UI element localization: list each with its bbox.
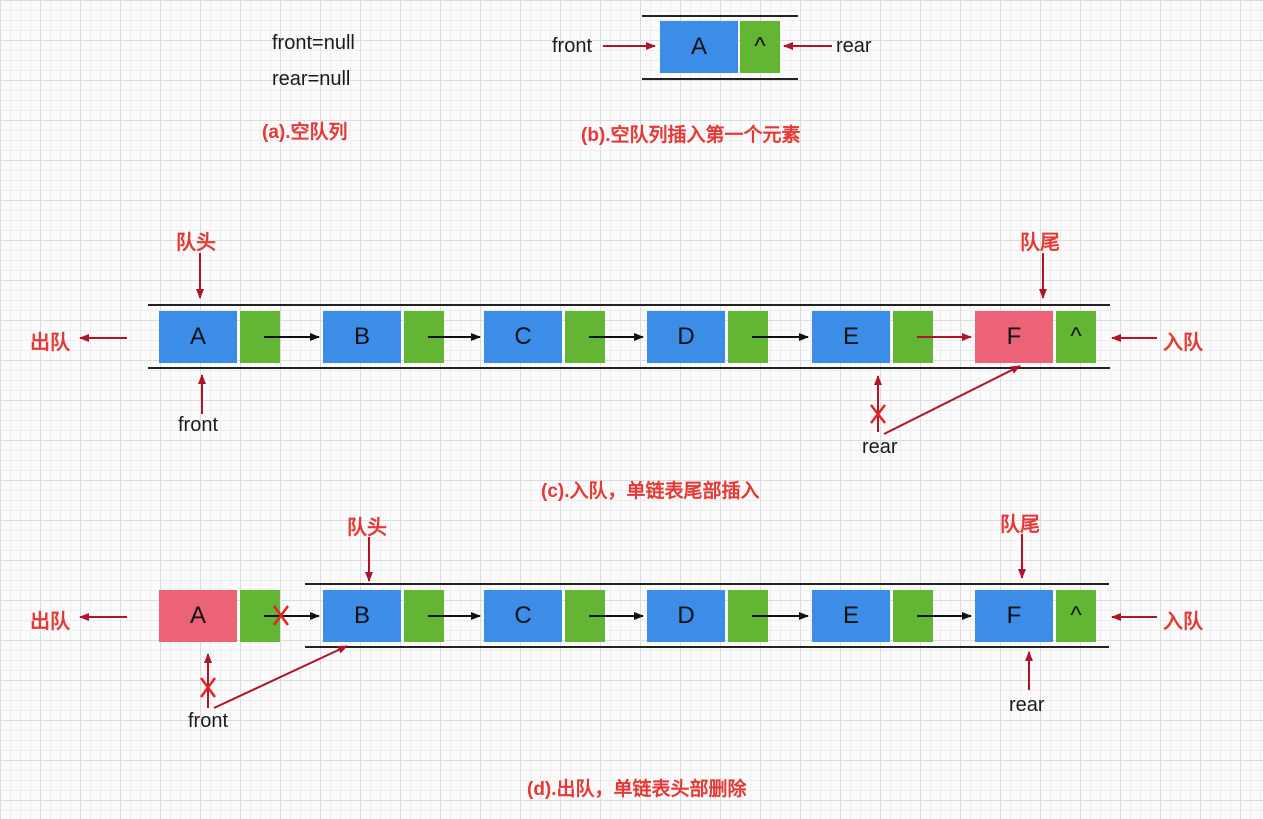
caption-d: (d).出队，单链表头部删除 — [527, 779, 747, 800]
cross-icon — [870, 404, 886, 424]
queue-d-node-b: B — [323, 590, 401, 642]
queue-c-null-pointer: ^ — [1056, 311, 1096, 363]
queue-d-pointer-d — [728, 590, 768, 642]
rear-label-c: rear — [862, 436, 898, 458]
queue-d-null-pointer: ^ — [1056, 590, 1096, 642]
queue-c-pointer-c — [565, 311, 605, 363]
enqueue-label-c: 入队 — [1163, 332, 1203, 354]
queue-b-node-a: A — [660, 21, 738, 73]
queue-b-null-pointer: ^ — [740, 21, 780, 73]
front-label-c: front — [178, 414, 219, 436]
queue-head-label-d: 队头 — [347, 517, 387, 539]
queue-d-top-line — [305, 583, 1109, 585]
queue-d-pointer-b — [404, 590, 444, 642]
queue-c-bottom-line — [148, 367, 1110, 369]
queue-c-node-b: B — [323, 311, 401, 363]
front-null-label: front=null — [272, 32, 355, 54]
queue-head-label-c: 队头 — [176, 232, 216, 254]
front-label-b: front — [552, 35, 593, 57]
queue-d-pointer-a — [240, 590, 280, 642]
queue-c-node-e: E — [812, 311, 890, 363]
queue-c-pointer-e — [893, 311, 933, 363]
queue-c-node-a: A — [159, 311, 237, 363]
queue-c-pointer-d — [728, 311, 768, 363]
caption-b: (b).空队列插入第一个元素 — [581, 125, 801, 146]
queue-d-node-d: D — [647, 590, 725, 642]
cross-icon — [199, 677, 217, 698]
caption-a: (a).空队列 — [262, 122, 348, 143]
rear-null-label: rear=null — [272, 68, 351, 90]
new-rear-arrow-c — [883, 365, 1021, 435]
queue-d-pointer-c — [565, 590, 605, 642]
queue-d-bottom-line — [305, 646, 1109, 648]
new-front-arrow-d — [213, 645, 348, 709]
queue-c-pointer-a — [240, 311, 280, 363]
queue-c-top-line — [148, 304, 1110, 306]
queue-d-pointer-e — [893, 590, 933, 642]
rear-label-b: rear — [836, 35, 872, 57]
queue-c-pointer-b — [404, 311, 444, 363]
queue-tail-label-d: 队尾 — [1000, 514, 1040, 536]
rear-label-d: rear — [1009, 694, 1045, 716]
queue-c-node-d: D — [647, 311, 725, 363]
queue-d-node-c: C — [484, 590, 562, 642]
queue-b-bottom-line — [642, 78, 798, 80]
queue-tail-label-c: 队尾 — [1020, 232, 1060, 254]
queue-b-top-line — [642, 15, 798, 17]
queue-d-node-f: F — [975, 590, 1053, 642]
dequeue-label-c: 出队 — [30, 332, 70, 354]
front-label-d: front — [188, 710, 229, 732]
queue-d-node-e: E — [812, 590, 890, 642]
dequeue-label-d: 出队 — [30, 611, 70, 633]
caption-c: (c).入队，单链表尾部插入 — [541, 481, 760, 502]
queue-c-node-c: C — [484, 311, 562, 363]
enqueue-label-d: 入队 — [1163, 611, 1203, 633]
queue-c-node-f: F — [975, 311, 1053, 363]
queue-d-node-a: A — [159, 590, 237, 642]
